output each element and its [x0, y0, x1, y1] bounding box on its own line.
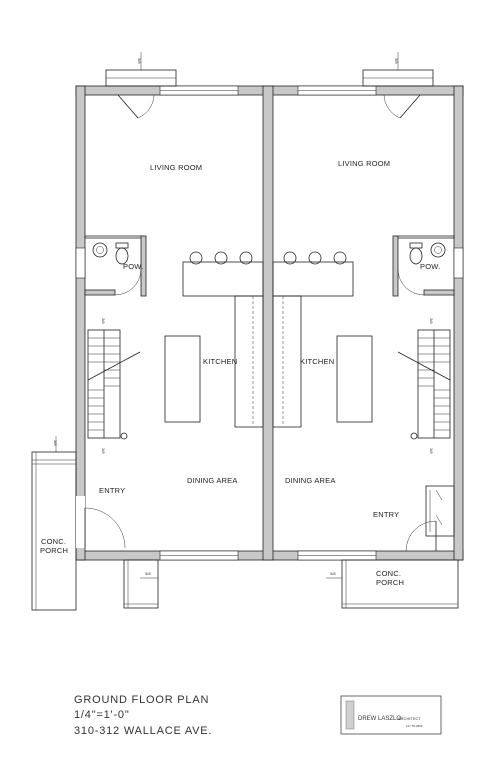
label-living-room-left: LIVING ROOM: [150, 163, 202, 172]
label-porch-right-2: PORCH: [376, 578, 404, 587]
stamp-license: LIC 78-3392: [406, 724, 423, 728]
title-line-1: GROUND FLOOR PLAN: [74, 694, 209, 706]
windows: [75, 85, 464, 561]
svg-text:3/8: 3/8: [137, 58, 142, 64]
svg-text:3/8: 3/8: [53, 440, 58, 446]
label-dining-right: DINING AREA: [285, 476, 336, 485]
svg-text:3/8: 3/8: [330, 571, 336, 576]
svg-text:3/8: 3/8: [145, 571, 151, 576]
stairs-left: 3/8 3/8: [87, 318, 141, 454]
label-porch-left-2: PORCH: [40, 546, 68, 555]
stamp-role: ARCHITECT: [398, 716, 421, 721]
title-block: GROUND FLOOR PLAN 1/4"=1'-0" 310-312 WAL…: [74, 694, 212, 737]
label-porch-right-1: CONC.: [376, 569, 401, 578]
room-labels: LIVING ROOM LIVING ROOM POW. POW. KITCHE…: [40, 159, 440, 587]
front-doors: [117, 94, 421, 119]
porch-right: 3/8: [326, 485, 459, 609]
porch-left: 3/8: [31, 436, 126, 611]
rear-steps: 3/8: [123, 559, 159, 609]
label-entry-left: ENTRY: [99, 486, 125, 495]
kitchen-counters: [182, 251, 354, 428]
powder-rooms: [84, 235, 455, 297]
stairs-right: 3/8 3/8: [397, 318, 451, 454]
title-line-2: 1/4"=1'-0": [74, 709, 130, 721]
svg-text:3/8: 3/8: [101, 318, 106, 324]
svg-text:3/8: 3/8: [429, 318, 434, 324]
svg-text:3/8: 3/8: [429, 448, 434, 454]
label-porch-left-1: CONC.: [41, 537, 66, 546]
architect-stamp: DREW LASZLO ARCHITECT LIC 78-3392: [340, 695, 442, 735]
title-line-3: 310-312 WALLACE AVE.: [74, 725, 212, 737]
label-living-room-right: LIVING ROOM: [338, 159, 390, 168]
front-bumpouts: 3/8 3/8: [105, 52, 434, 87]
label-pow-left: POW.: [123, 262, 143, 271]
label-pow-right: POW.: [420, 262, 440, 271]
exterior-walls: [75, 85, 464, 561]
kitchen-islands: [164, 335, 373, 423]
label-kitchen-right: KITCHEN: [300, 357, 334, 366]
svg-text:3/8: 3/8: [394, 58, 399, 64]
label-dining-left: DINING AREA: [187, 476, 238, 485]
svg-text:3/8: 3/8: [101, 448, 106, 454]
label-kitchen-left: KITCHEN: [203, 357, 237, 366]
label-entry-right: ENTRY: [373, 510, 399, 519]
stamp-name: DREW LASZLO: [358, 716, 401, 722]
